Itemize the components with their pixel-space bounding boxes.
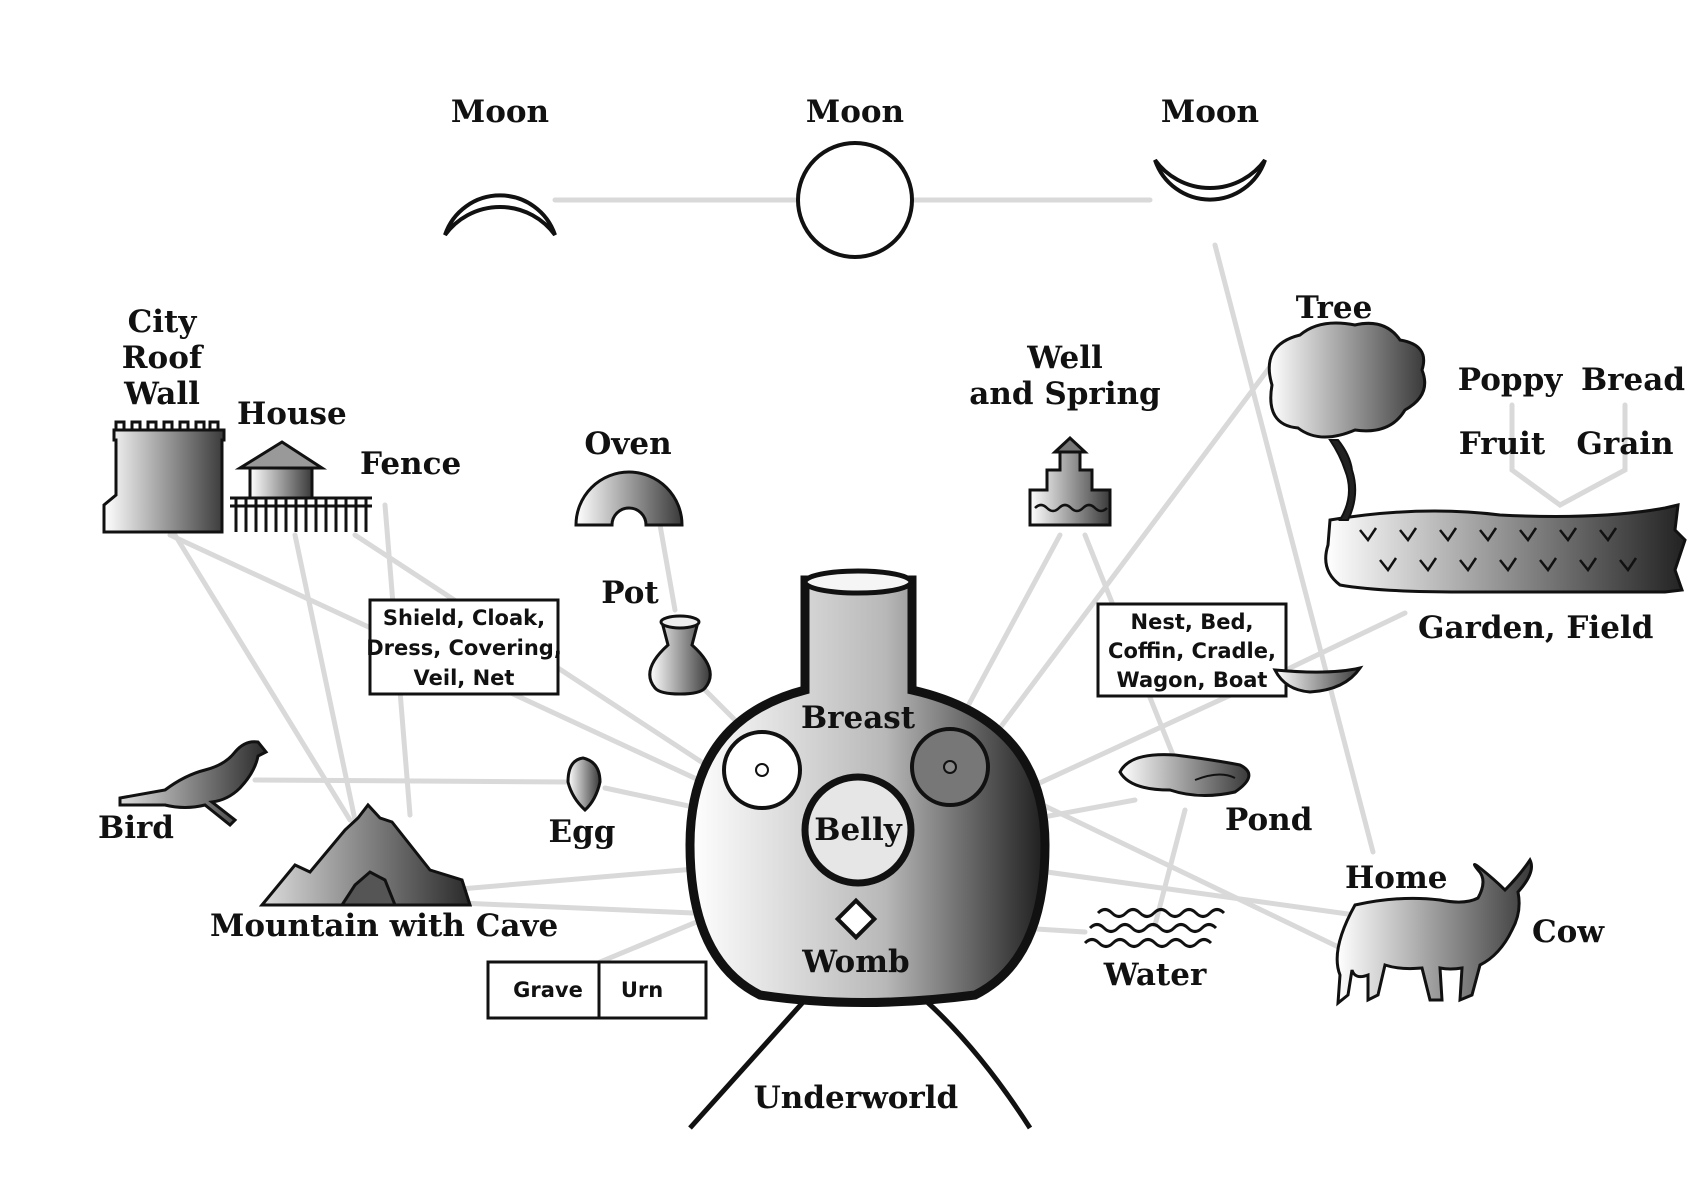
wall-label: Wall: [123, 376, 200, 412]
cow-icon: [1335, 857, 1533, 1007]
field-furrows: [1359, 527, 1638, 573]
tower-battlements: [114, 420, 220, 430]
water-icon: [1083, 908, 1226, 948]
cow-group: Home Cow: [1335, 857, 1605, 1007]
breast-label: Breast: [801, 700, 916, 736]
fruit-grain-branch: [1509, 402, 1628, 508]
water-label: Water: [1103, 957, 1207, 993]
nest-box-line-1: Nest, Bed,: [1131, 610, 1254, 634]
water-group: Water: [1083, 908, 1226, 993]
home-label: Home: [1345, 860, 1448, 896]
well-icon: [1028, 450, 1112, 527]
underworld-label: Underworld: [754, 1080, 958, 1116]
mountain-icon: [258, 802, 473, 907]
vessel-mouth: [802, 568, 914, 596]
oven-icon: [574, 470, 684, 527]
well-roof: [1051, 435, 1089, 454]
garden-to-nest-line: [1287, 610, 1408, 671]
grave-urn-box: Grave Urn: [486, 960, 708, 1020]
bird-group: Bird: [98, 740, 269, 846]
oven-label: Oven: [584, 426, 671, 462]
garden-field-label: Garden, Field: [1418, 610, 1653, 646]
tree-trunk: [1328, 439, 1357, 521]
well-group: Well and Spring: [969, 340, 1161, 527]
moons-row: Moon Moon Moon: [443, 94, 1267, 259]
fence-icon: [230, 496, 372, 532]
house-icon: [234, 440, 328, 500]
grave-label: Grave: [513, 978, 583, 1002]
roof-label: Roof: [122, 340, 204, 376]
egg-icon: [566, 756, 602, 813]
shield-box-line-1: Shield, Cloak,: [383, 606, 545, 630]
pot-group: Pot: [601, 575, 712, 696]
city-label: City: [128, 304, 198, 340]
egg-group: Egg: [549, 756, 616, 850]
pond-ripple: [1194, 773, 1236, 781]
moon-to-home-line: [1212, 242, 1376, 855]
nest-box: Nest, Bed, Coffin, Cradle, Wagon, Boat: [1096, 602, 1288, 698]
mountain-label: Mountain with Cave: [210, 908, 558, 944]
vessel-legs: [688, 998, 1033, 1130]
pond-icon: [1118, 753, 1251, 798]
vessel-group: Breast Belly Womb Underworld: [685, 568, 1050, 1130]
mountain-group: Mountain with Cave: [210, 802, 558, 944]
womb-label: Womb: [801, 944, 909, 980]
pot-icon: [648, 620, 712, 696]
boat-icon: [1272, 665, 1364, 694]
well-label: Well: [1026, 340, 1103, 376]
crescent-moon-icon: [1153, 158, 1267, 202]
nest-box-line-2: Coffin, Cradle,: [1108, 639, 1276, 663]
mountain-cave: [339, 870, 398, 907]
pond-label: Pond: [1225, 802, 1312, 838]
bird-label: Bird: [98, 810, 174, 846]
well-water: [1034, 503, 1108, 513]
belly-label: Belly: [814, 812, 902, 848]
bread-label: Bread: [1581, 362, 1685, 398]
bird-icon: [118, 740, 269, 828]
urn-label: Urn: [621, 978, 663, 1002]
pot-rim: [659, 614, 701, 630]
well-to-breast-line: [952, 532, 1063, 733]
tree-group: Tree Poppy Bread Fruit Grain Garden, Fie…: [1267, 290, 1687, 646]
poppy-label: Poppy: [1458, 362, 1564, 398]
pond-group: Pond: [1118, 753, 1312, 838]
city-group: City Roof Wall House Fence: [102, 304, 461, 534]
field-icon: [1324, 503, 1687, 594]
fence-label: Fence: [360, 446, 461, 482]
moon-label-center: Moon: [806, 94, 904, 130]
shield-box: Shield, Cloak, Dress, Covering, Veil, Ne…: [366, 598, 562, 696]
cow-label: Cow: [1532, 914, 1605, 950]
left-breast-nipple: [755, 763, 769, 777]
house-to-mountain-line: [292, 532, 358, 823]
tree-icon: [1267, 321, 1427, 439]
belly-circle: [801, 773, 915, 887]
shield-box-line-3: Veil, Net: [414, 666, 515, 690]
city-to-mountain-line: [172, 532, 353, 823]
moon-label-left: Moon: [451, 94, 549, 130]
house-label: House: [237, 396, 347, 432]
womb-diamond-icon: [834, 897, 878, 941]
pot-label: Pot: [601, 575, 659, 611]
shield-box-line-2: Dress, Covering,: [366, 636, 562, 660]
right-breast-nipple: [943, 760, 957, 774]
full-moon-icon: [796, 141, 914, 259]
bird-to-egg-line: [252, 777, 573, 785]
grain-label: Grain: [1576, 426, 1673, 462]
oven-group: Oven: [574, 426, 684, 527]
egg-label: Egg: [549, 814, 616, 850]
oven-to-pot-line: [657, 522, 678, 613]
fruit-label: Fruit: [1459, 426, 1546, 462]
tree-label: Tree: [1296, 290, 1373, 326]
spring-label: and Spring: [969, 376, 1160, 412]
nest-box-line-3: Wagon, Boat: [1117, 668, 1268, 692]
moon-label-right: Moon: [1161, 94, 1259, 130]
crescent-moon-icon: [443, 193, 557, 237]
tower-icon: [102, 428, 226, 534]
